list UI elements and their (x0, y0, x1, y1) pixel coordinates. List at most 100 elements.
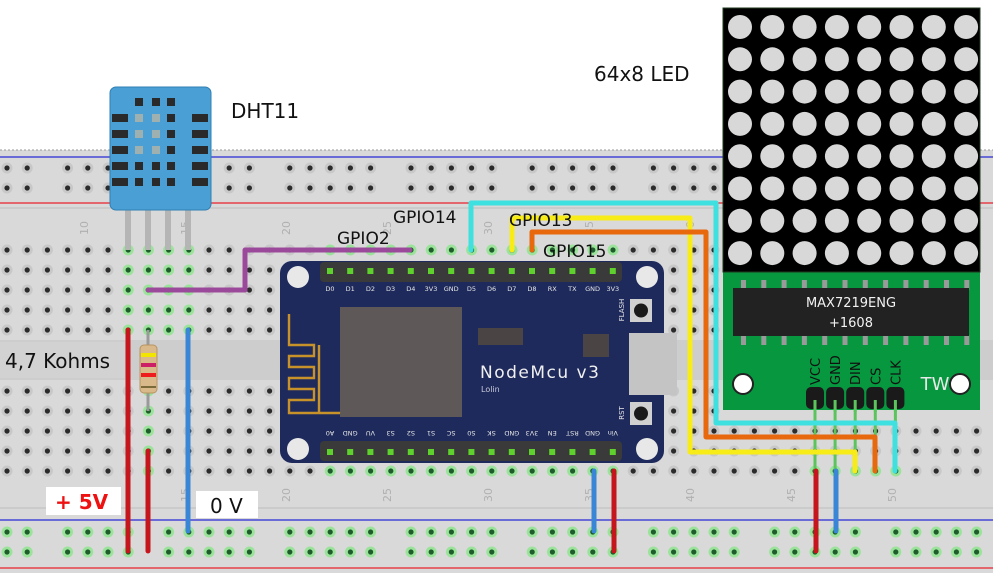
led-dot (728, 241, 752, 266)
breadboard-hole-center (671, 468, 677, 474)
header-pin[interactable] (609, 268, 616, 274)
header-pin[interactable] (549, 449, 556, 455)
led-dot (857, 208, 882, 233)
pin-label: D8 (527, 285, 536, 293)
header-pin[interactable] (488, 268, 495, 274)
pin-label: D3 (386, 285, 395, 293)
led-dot (954, 241, 979, 266)
max-pin-header[interactable] (846, 387, 865, 409)
rail-hole-center (166, 549, 172, 555)
breadboard-hole-center (267, 468, 273, 474)
chip-leg (801, 335, 807, 345)
header-pin[interactable] (569, 268, 576, 274)
header-pin[interactable] (347, 268, 354, 274)
header-pin[interactable] (448, 449, 455, 455)
resistor-body[interactable] (139, 344, 158, 394)
nodemcu-subtitle: Lolin (481, 385, 500, 394)
gpio14-label: GPIO14 (393, 208, 456, 228)
header-pin[interactable] (448, 268, 455, 274)
rail-hole-center (246, 165, 252, 171)
rail-hole-center (287, 529, 293, 535)
header-pin[interactable] (367, 449, 374, 455)
rail-hole-center (327, 185, 333, 191)
breadboard-hole-center (105, 247, 111, 253)
led-dot (824, 79, 849, 104)
pin-label: D5 (467, 285, 476, 293)
rail-hole-center (650, 165, 657, 171)
breadboard-hole-center (44, 448, 51, 454)
header-pin[interactable] (327, 268, 333, 274)
rail-hole-center (347, 185, 353, 191)
dht11-grille (112, 98, 208, 186)
led-dot (728, 79, 752, 104)
breadboard-hole-center (65, 267, 71, 273)
max-pin-header[interactable] (866, 387, 885, 409)
breadboard-hole-center (469, 468, 475, 474)
breadboard-hole-center (246, 307, 252, 313)
header-pin[interactable] (589, 449, 596, 455)
resistor-label-band (0, 342, 125, 378)
breadboard-hole-center (206, 267, 212, 273)
wire-gpio15-orange[interactable] (529, 229, 878, 474)
dht11-vent (152, 98, 160, 106)
max-pin-header[interactable] (806, 387, 824, 409)
chip-leg (944, 280, 949, 290)
wire-gpio2-purple[interactable] (145, 247, 413, 293)
header-pin[interactable] (609, 449, 616, 455)
header-pin[interactable] (428, 268, 434, 274)
header-pin[interactable] (407, 268, 414, 274)
breadboard-hole-center (4, 307, 10, 313)
led-dot (954, 79, 979, 104)
rail-hole-center (792, 529, 798, 535)
header-pin[interactable] (468, 449, 475, 455)
header-pin[interactable] (589, 268, 596, 274)
breadboard-hole-center (65, 327, 71, 333)
max-pin-header[interactable] (826, 387, 845, 409)
header-pin[interactable] (508, 268, 515, 274)
rail-hole-center (448, 185, 454, 191)
breadboard-hole-center (4, 448, 10, 454)
dht11-vent (112, 162, 128, 170)
led-dot (728, 15, 752, 39)
header-pin[interactable] (428, 449, 434, 455)
header-pin[interactable] (387, 268, 394, 274)
header-pin[interactable] (488, 449, 495, 455)
header-pin[interactable] (529, 449, 535, 455)
chip-leg (741, 335, 746, 345)
breadboard-hole-center (933, 468, 939, 474)
rail-hole-center (671, 549, 677, 555)
breadboard-hole-center (24, 448, 30, 454)
rail-hole-center (428, 529, 434, 535)
header-pin[interactable] (529, 268, 535, 274)
header-pin[interactable] (327, 449, 333, 455)
dht11-vent (167, 114, 175, 122)
gpio2-label: GPIO2 (337, 229, 390, 249)
breadboard-hole-center (630, 468, 636, 474)
rst-button-cap[interactable] (634, 406, 648, 421)
column-number: 10 (78, 221, 91, 235)
rail-hole-center (186, 549, 192, 555)
header-pin[interactable] (549, 268, 556, 274)
breadboard-hole-center (44, 468, 51, 474)
header-pin[interactable] (387, 449, 394, 455)
rail-hole-center (428, 549, 434, 555)
led-dot (954, 176, 979, 201)
header-pin[interactable] (569, 449, 576, 455)
column-number: 25 (381, 488, 394, 502)
breadboard-hole-center (772, 468, 778, 474)
header-pin[interactable] (347, 449, 354, 455)
header-pin[interactable] (367, 268, 374, 274)
breadboard-hole-center (44, 267, 51, 273)
led-matrix (722, 7, 981, 273)
wire-gpio13-yellow[interactable] (509, 215, 858, 474)
wire-gpio14-cyan[interactable] (468, 200, 898, 474)
max-pin-header[interactable] (886, 387, 905, 409)
header-pin[interactable] (468, 268, 475, 274)
header-pin[interactable] (407, 449, 414, 455)
header-pin[interactable] (508, 449, 515, 455)
flash-button-cap[interactable] (634, 303, 648, 318)
breadboard-hole-center (751, 428, 758, 434)
breadboard-hole-center (347, 468, 353, 474)
breadboard-hole-center (125, 287, 131, 293)
rail-hole-center (166, 529, 172, 535)
